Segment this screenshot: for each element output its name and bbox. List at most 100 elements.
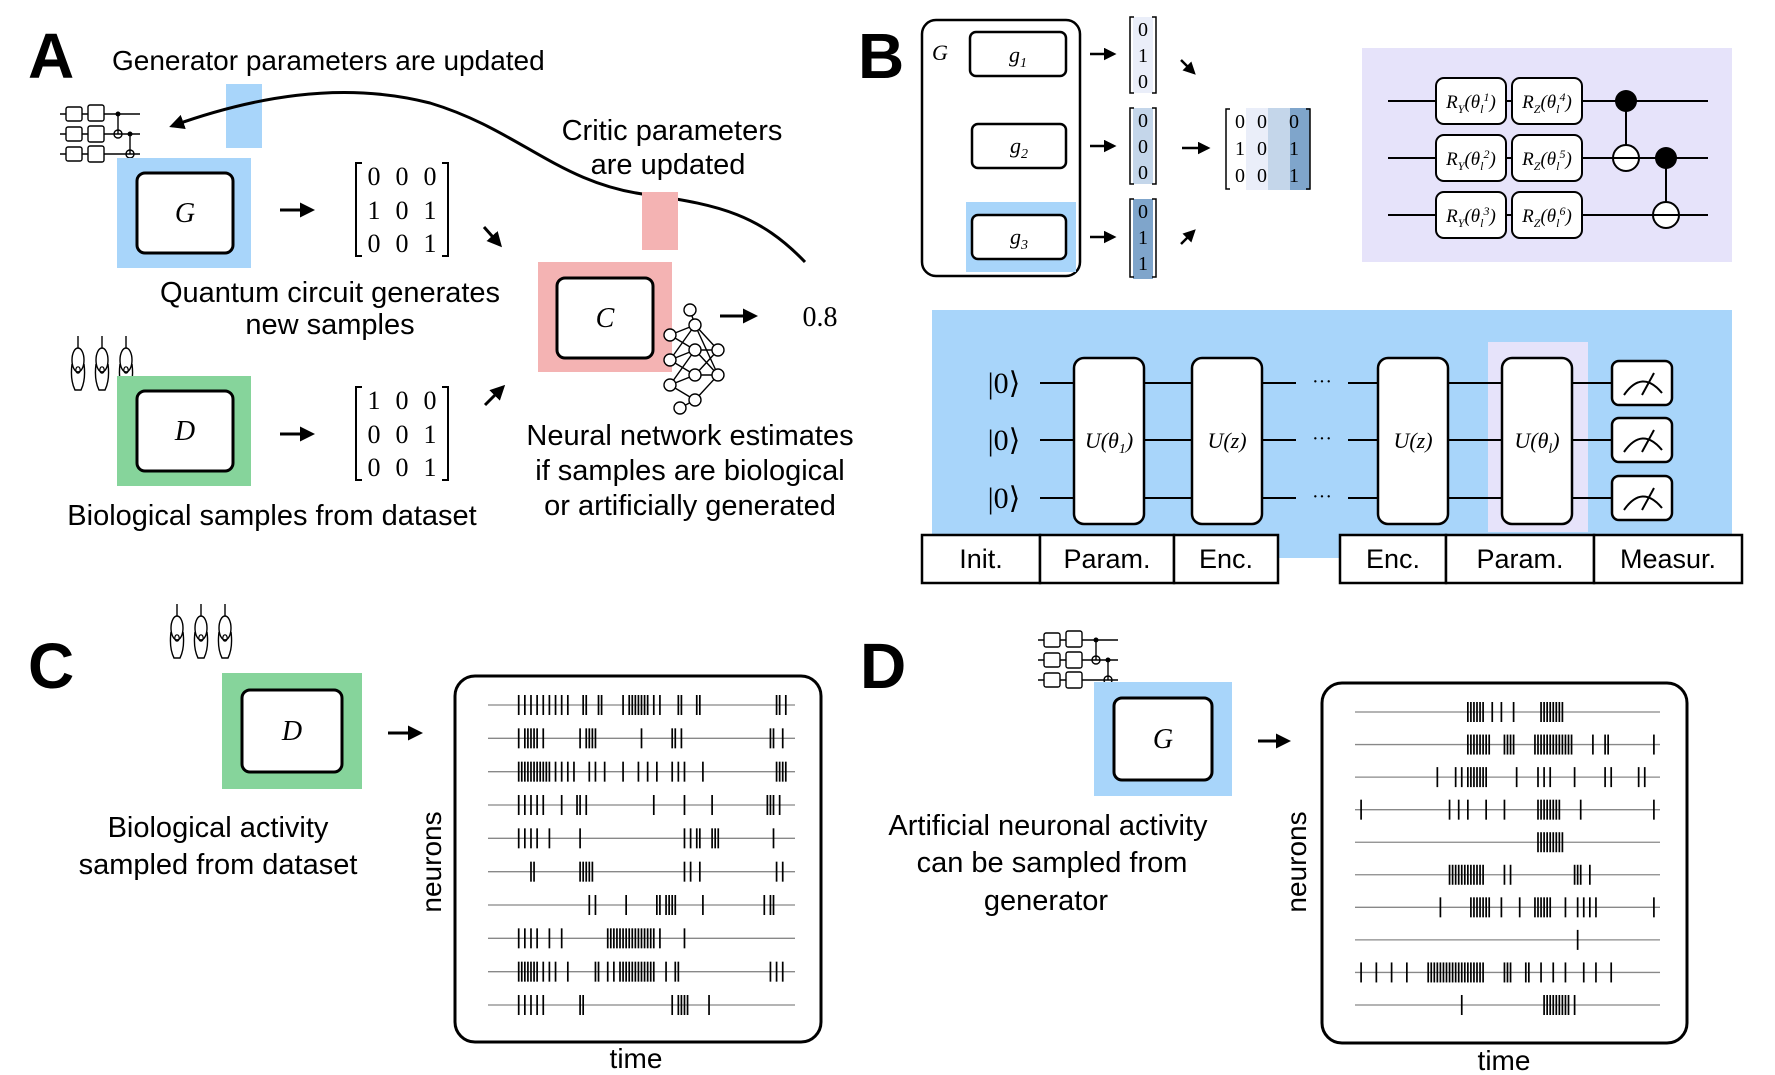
panel-a: A Generator parameters are updated G 0 0… bbox=[28, 20, 854, 532]
ry-gate-label: RY(θl3) bbox=[1445, 204, 1496, 230]
matrix-cell: 1 bbox=[424, 420, 437, 449]
raster-frame bbox=[1320, 681, 1689, 1045]
matrix-cell: 1 bbox=[368, 386, 381, 415]
subcircuit-g1-label: g1 bbox=[1009, 42, 1027, 71]
generator-update-bar bbox=[226, 84, 262, 148]
rz-gate bbox=[1511, 77, 1583, 125]
vector-cell: 0 bbox=[1138, 71, 1148, 93]
critic-update-bar bbox=[642, 192, 678, 250]
panel-d-letter: D bbox=[860, 630, 906, 702]
ket-zero: |0⟩ bbox=[988, 482, 1021, 515]
subcircuit-g2-label: g2 bbox=[1010, 133, 1028, 162]
matrix-cell: 1 bbox=[1289, 138, 1299, 160]
raster-plot bbox=[488, 695, 795, 1015]
rz-gate-label: RZ(θl4) bbox=[1521, 90, 1572, 116]
bio-activity-line2: sampled from dataset bbox=[79, 849, 358, 881]
panel-b-letter: B bbox=[858, 20, 904, 92]
panel-d: D G Artificial neuronal activity can be … bbox=[860, 630, 1689, 1075]
ket-zero: |0⟩ bbox=[988, 424, 1021, 457]
combined-sample-matrix: 0 0 0 1 0 1 0 0 1 bbox=[1225, 108, 1311, 190]
artificial-activity-line3: generator bbox=[984, 885, 1108, 917]
matrix-cell: 0 bbox=[368, 453, 381, 482]
stage-labels-left: Init. Param. Enc. bbox=[920, 533, 1280, 585]
matrix-cell: 0 bbox=[1235, 111, 1245, 133]
vector-cell: 1 bbox=[1138, 45, 1148, 67]
unitary-theta1-label: U(θ1) bbox=[1085, 428, 1133, 457]
subcircuit-g2 bbox=[970, 122, 1068, 170]
matrix-cell: 0 bbox=[424, 386, 437, 415]
vector-g1: 0 1 0 bbox=[1129, 16, 1157, 94]
matrix-cell: 0 bbox=[368, 162, 381, 191]
rotation-circuit: RY(θl1) RY(θl2) RY(θl3) RZ(θl4) RZ(θl5) … bbox=[1362, 48, 1732, 262]
ry-gate-label: RY(θl1) bbox=[1445, 90, 1496, 116]
vector-cell: 1 bbox=[1138, 253, 1148, 275]
matrix-cell: 1 bbox=[368, 196, 381, 225]
unitary-thetal-block bbox=[1500, 356, 1574, 526]
vector-cell: 0 bbox=[1138, 201, 1148, 223]
matrix-cell: 0 bbox=[396, 162, 409, 191]
panel-b: B G g1 g2 g3 0 1 0 0 0 0 bbox=[858, 16, 1744, 585]
ket-zero: |0⟩ bbox=[988, 367, 1021, 400]
matrix-cell: 1 bbox=[424, 229, 437, 258]
matrix-cell: 1 bbox=[1289, 165, 1299, 187]
dataset-box-label: D bbox=[174, 416, 195, 447]
measurement-meter-icon bbox=[1610, 359, 1674, 407]
matrix-cell: 1 bbox=[424, 453, 437, 482]
subcircuit-g3 bbox=[970, 213, 1068, 261]
generator-box-label: G bbox=[1153, 724, 1173, 755]
neural-network-icon bbox=[663, 303, 725, 415]
matrix-cell: 0 bbox=[1257, 111, 1267, 133]
stage-label: Param. bbox=[1063, 544, 1150, 574]
ry-gate-label: RY(θl2) bbox=[1445, 147, 1496, 173]
matrix-cell: 1 bbox=[424, 196, 437, 225]
vec3-arrow bbox=[1180, 229, 1196, 245]
ellipsis: ··· bbox=[1312, 371, 1332, 393]
panel-a-letter: A bbox=[28, 20, 74, 92]
cnot-gate bbox=[1612, 90, 1640, 172]
ellipsis: ··· bbox=[1312, 486, 1332, 508]
dataset-box bbox=[135, 389, 235, 473]
critic-box-label: C bbox=[596, 303, 615, 334]
subcircuit-g1 bbox=[968, 30, 1068, 78]
ry-gate bbox=[1435, 191, 1507, 239]
vector-cell: 0 bbox=[1138, 110, 1148, 132]
vector-g3: 0 1 1 bbox=[1129, 198, 1157, 279]
quantum-caption-line2: new samples bbox=[245, 309, 414, 341]
matrix-cell: 1 bbox=[1235, 138, 1245, 160]
bio-samples-caption: Biological samples from dataset bbox=[67, 500, 476, 532]
ry-gate bbox=[1435, 134, 1507, 182]
matrix-cell: 0 bbox=[1289, 111, 1299, 133]
panel-c: C D Biological activity sampled from dat… bbox=[28, 603, 823, 1074]
dataset-box-label: D bbox=[281, 716, 302, 747]
matrix-cell: 0 bbox=[368, 420, 381, 449]
encoding-block-label: U(z) bbox=[1393, 428, 1432, 453]
measurement-meter-icon bbox=[1610, 416, 1674, 464]
data-to-critic-arrow bbox=[483, 384, 506, 407]
matrix-cell: 0 bbox=[396, 453, 409, 482]
critic-updated-line2: are updated bbox=[591, 149, 746, 181]
subcircuit-g3-label: g3 bbox=[1010, 224, 1028, 253]
panel-c-letter: C bbox=[28, 630, 74, 702]
matrix-cell: 0 bbox=[396, 420, 409, 449]
quantum-circuit-icon bbox=[1037, 630, 1119, 689]
vector-g2: 0 0 0 bbox=[1129, 107, 1157, 185]
vector-cell: 1 bbox=[1138, 227, 1148, 249]
measurement-meter-icon bbox=[1610, 474, 1674, 522]
generator-box bbox=[135, 171, 235, 255]
stage-label: Init. bbox=[959, 544, 1003, 574]
x-axis-label: time bbox=[1478, 1045, 1531, 1075]
stage-label: Enc. bbox=[1366, 544, 1420, 574]
quantum-caption-line1: Quantum circuit generates bbox=[160, 277, 500, 309]
generator-container-label: G bbox=[932, 40, 948, 65]
raster-plot bbox=[1355, 702, 1660, 1015]
matrix-cell: 0 bbox=[396, 386, 409, 415]
stage-label: Param. bbox=[1476, 544, 1563, 574]
encoding-block-label: U(z) bbox=[1207, 428, 1246, 453]
rz-gate bbox=[1511, 191, 1583, 239]
matrix-cell: 0 bbox=[1235, 165, 1245, 187]
gen-to-critic-arrow bbox=[482, 226, 502, 248]
stage-labels-right: Enc. Param. Measur. bbox=[1338, 533, 1744, 585]
rz-gate bbox=[1511, 134, 1583, 182]
dataset-matrix: 1 0 0 0 0 1 0 0 1 bbox=[355, 386, 449, 482]
